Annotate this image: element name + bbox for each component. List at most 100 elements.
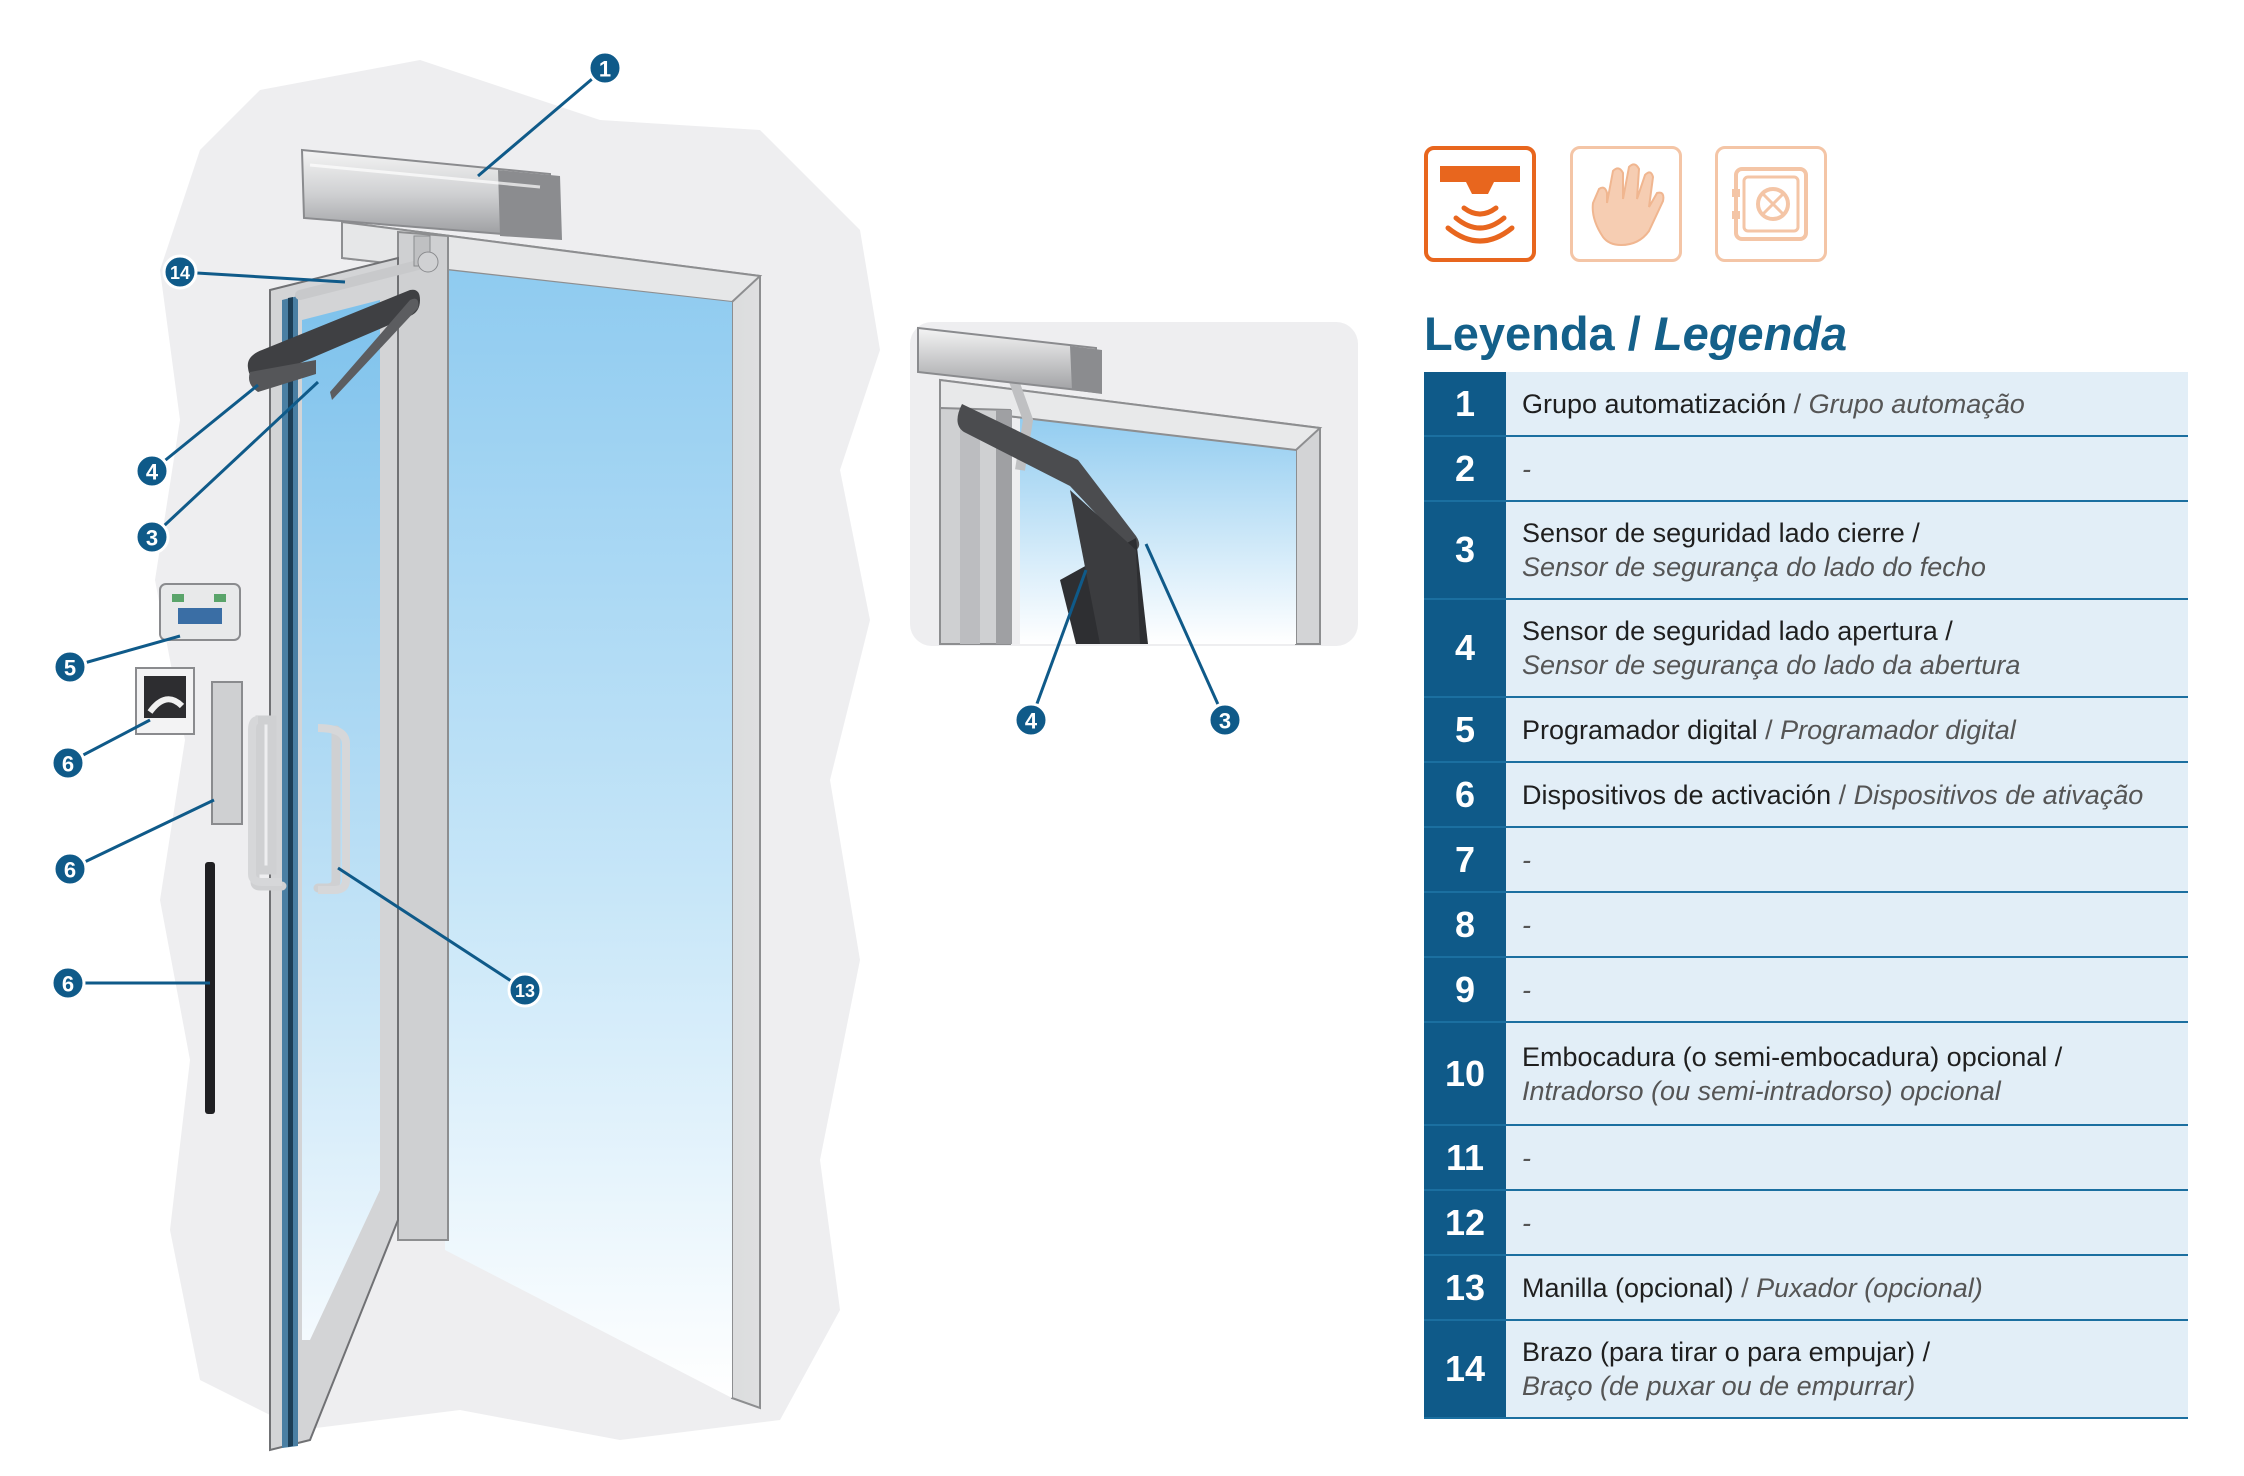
sensor-activation-icon <box>1424 146 1536 262</box>
main-callout-label: 5 <box>64 656 76 681</box>
legend-empty-dash: - <box>1522 909 1531 940</box>
main-callout-marker <box>587 50 623 86</box>
legend-number: 2 <box>1424 437 1506 500</box>
main-callout-marker <box>162 254 198 290</box>
main-callout-label: 1 <box>599 57 611 82</box>
detail-callout-marker <box>1207 702 1243 738</box>
main-callout-label: 14 <box>170 263 190 283</box>
legend-empty-dash: - <box>1522 1142 1531 1173</box>
legend-row-6: 6 Dispositivos de activación / Dispositiv… <box>1424 763 2188 828</box>
fixed-glass <box>445 270 732 1398</box>
legend-separator: / <box>1786 388 1809 419</box>
main-leader-line <box>151 383 259 473</box>
card-reader-device <box>211 681 243 825</box>
legend-text-es: Brazo (para tirar o para empujar) / <box>1522 1337 1931 1367</box>
legend-text-es: Grupo automatización <box>1522 388 1787 419</box>
push-hand-icon <box>1570 146 1682 262</box>
legend-text-pt: Grupo automação <box>1808 388 2025 419</box>
detail-callout-label: 3 <box>1219 709 1231 734</box>
legend-text-pt: Dispositivos de ativação <box>1853 779 2144 810</box>
legend-separator: / <box>1733 1272 1757 1303</box>
legend-row-7: 7- <box>1424 828 2188 893</box>
legend-text-es: Sensor de seguridad lado cierre / <box>1522 518 1920 548</box>
legend-text-es: Manilla (opcional) <box>1522 1272 1734 1303</box>
legend-text-es: Programador digital <box>1522 714 1758 745</box>
legend-title: Leyenda / Legenda <box>1424 306 1847 361</box>
vertical-switch-device <box>205 862 215 1114</box>
legend-row-10: 10 Embocadura (o semi-embocadura) opciona… <box>1424 1023 2188 1126</box>
legend-number: 13 <box>1424 1256 1506 1319</box>
legend-text: - <box>1506 437 2188 500</box>
legend-text: Grupo automatización / Grupo automação <box>1506 372 2188 435</box>
legend-number: 4 <box>1424 600 1506 696</box>
detail-callout-marker <box>1013 702 1049 738</box>
legend-text: - <box>1506 1126 2188 1189</box>
leaf-glass <box>302 300 380 1340</box>
lock-safe-icon <box>1715 146 1827 262</box>
legend-text: Manilla (opcional) / Puxador (opcional) <box>1506 1256 2188 1319</box>
legend-title-es: Leyenda <box>1424 307 1615 360</box>
main-callout-marker <box>134 453 170 489</box>
main-leader-line <box>69 798 215 871</box>
legend-title-separator: / <box>1614 307 1654 360</box>
legend-row-8: 8- <box>1424 893 2188 958</box>
main-callout-label: 6 <box>64 858 76 883</box>
legend-number: 9 <box>1424 958 1506 1021</box>
legend-number: 3 <box>1424 502 1506 598</box>
legend-text: Programador digital / Programador digita… <box>1506 698 2188 761</box>
legend-text: Embocadura (o semi-embocadura) opcional … <box>1506 1023 2188 1124</box>
detail-sensor-profile <box>957 404 1140 552</box>
legend-empty-dash: - <box>1522 1207 1531 1238</box>
legend-text: - <box>1506 1191 2188 1254</box>
legend-number: 5 <box>1424 698 1506 761</box>
legend-separator: / <box>1831 779 1854 810</box>
legend-text-es: Dispositivos de activación <box>1522 779 1832 810</box>
push-plate-device <box>135 667 195 735</box>
main-leader-line <box>69 634 181 669</box>
legend-number: 8 <box>1424 893 1506 956</box>
legend-text-pt: Puxador (opcional) <box>1756 1272 1983 1303</box>
legend-empty-dash: - <box>1522 974 1531 1005</box>
main-callout-label: 4 <box>146 460 159 485</box>
main-callout-marker <box>507 972 543 1008</box>
main-callout-label: 3 <box>146 526 158 551</box>
legend-text-pt: Intradorso (ou semi-intradorso) opcional <box>1522 1075 2001 1106</box>
main-leader-line <box>179 270 346 284</box>
legend-empty-dash: - <box>1522 453 1531 484</box>
main-leader-line <box>150 380 320 539</box>
legend-text-pt: Braço (de puxar ou de empurrar) <box>1522 1371 1916 1401</box>
legend-text: Sensor de seguridad lado apertura /Senso… <box>1506 600 2188 696</box>
legend-empty-dash: - <box>1522 844 1531 875</box>
legend-number: 14 <box>1424 1321 1506 1417</box>
safety-sensor-bar <box>247 289 420 380</box>
legend-text: - <box>1506 958 2188 1021</box>
legend-text-es: Embocadura (o semi-embocadura) opcional … <box>1522 1041 2063 1072</box>
legend-text: - <box>1506 893 2188 956</box>
main-callout-label: 6 <box>62 972 74 997</box>
legend-number: 10 <box>1424 1023 1506 1124</box>
legend-text: Brazo (para tirar o para empujar) / Braço… <box>1506 1321 2188 1417</box>
legend-text-es: Sensor de seguridad lado apertura / <box>1522 616 1953 646</box>
detail-leader-line <box>1144 543 1227 721</box>
legend-number: 12 <box>1424 1191 1506 1254</box>
legend-text: Sensor de seguridad lado cierre /Sensor … <box>1506 502 2188 598</box>
legend-row-11: 11- <box>1424 1126 2188 1191</box>
main-callout-marker <box>52 649 88 685</box>
legend-row-12: 12- <box>1424 1191 2188 1256</box>
legend-number: 7 <box>1424 828 1506 891</box>
main-callout-marker <box>134 519 170 555</box>
legend-number: 11 <box>1424 1126 1506 1189</box>
detail-leader-line <box>1029 569 1088 721</box>
legend-title-pt: Legenda <box>1653 307 1848 360</box>
legend-number: 6 <box>1424 763 1506 826</box>
main-callout-marker <box>50 745 86 781</box>
legend-row-9: 9- <box>1424 958 2188 1023</box>
